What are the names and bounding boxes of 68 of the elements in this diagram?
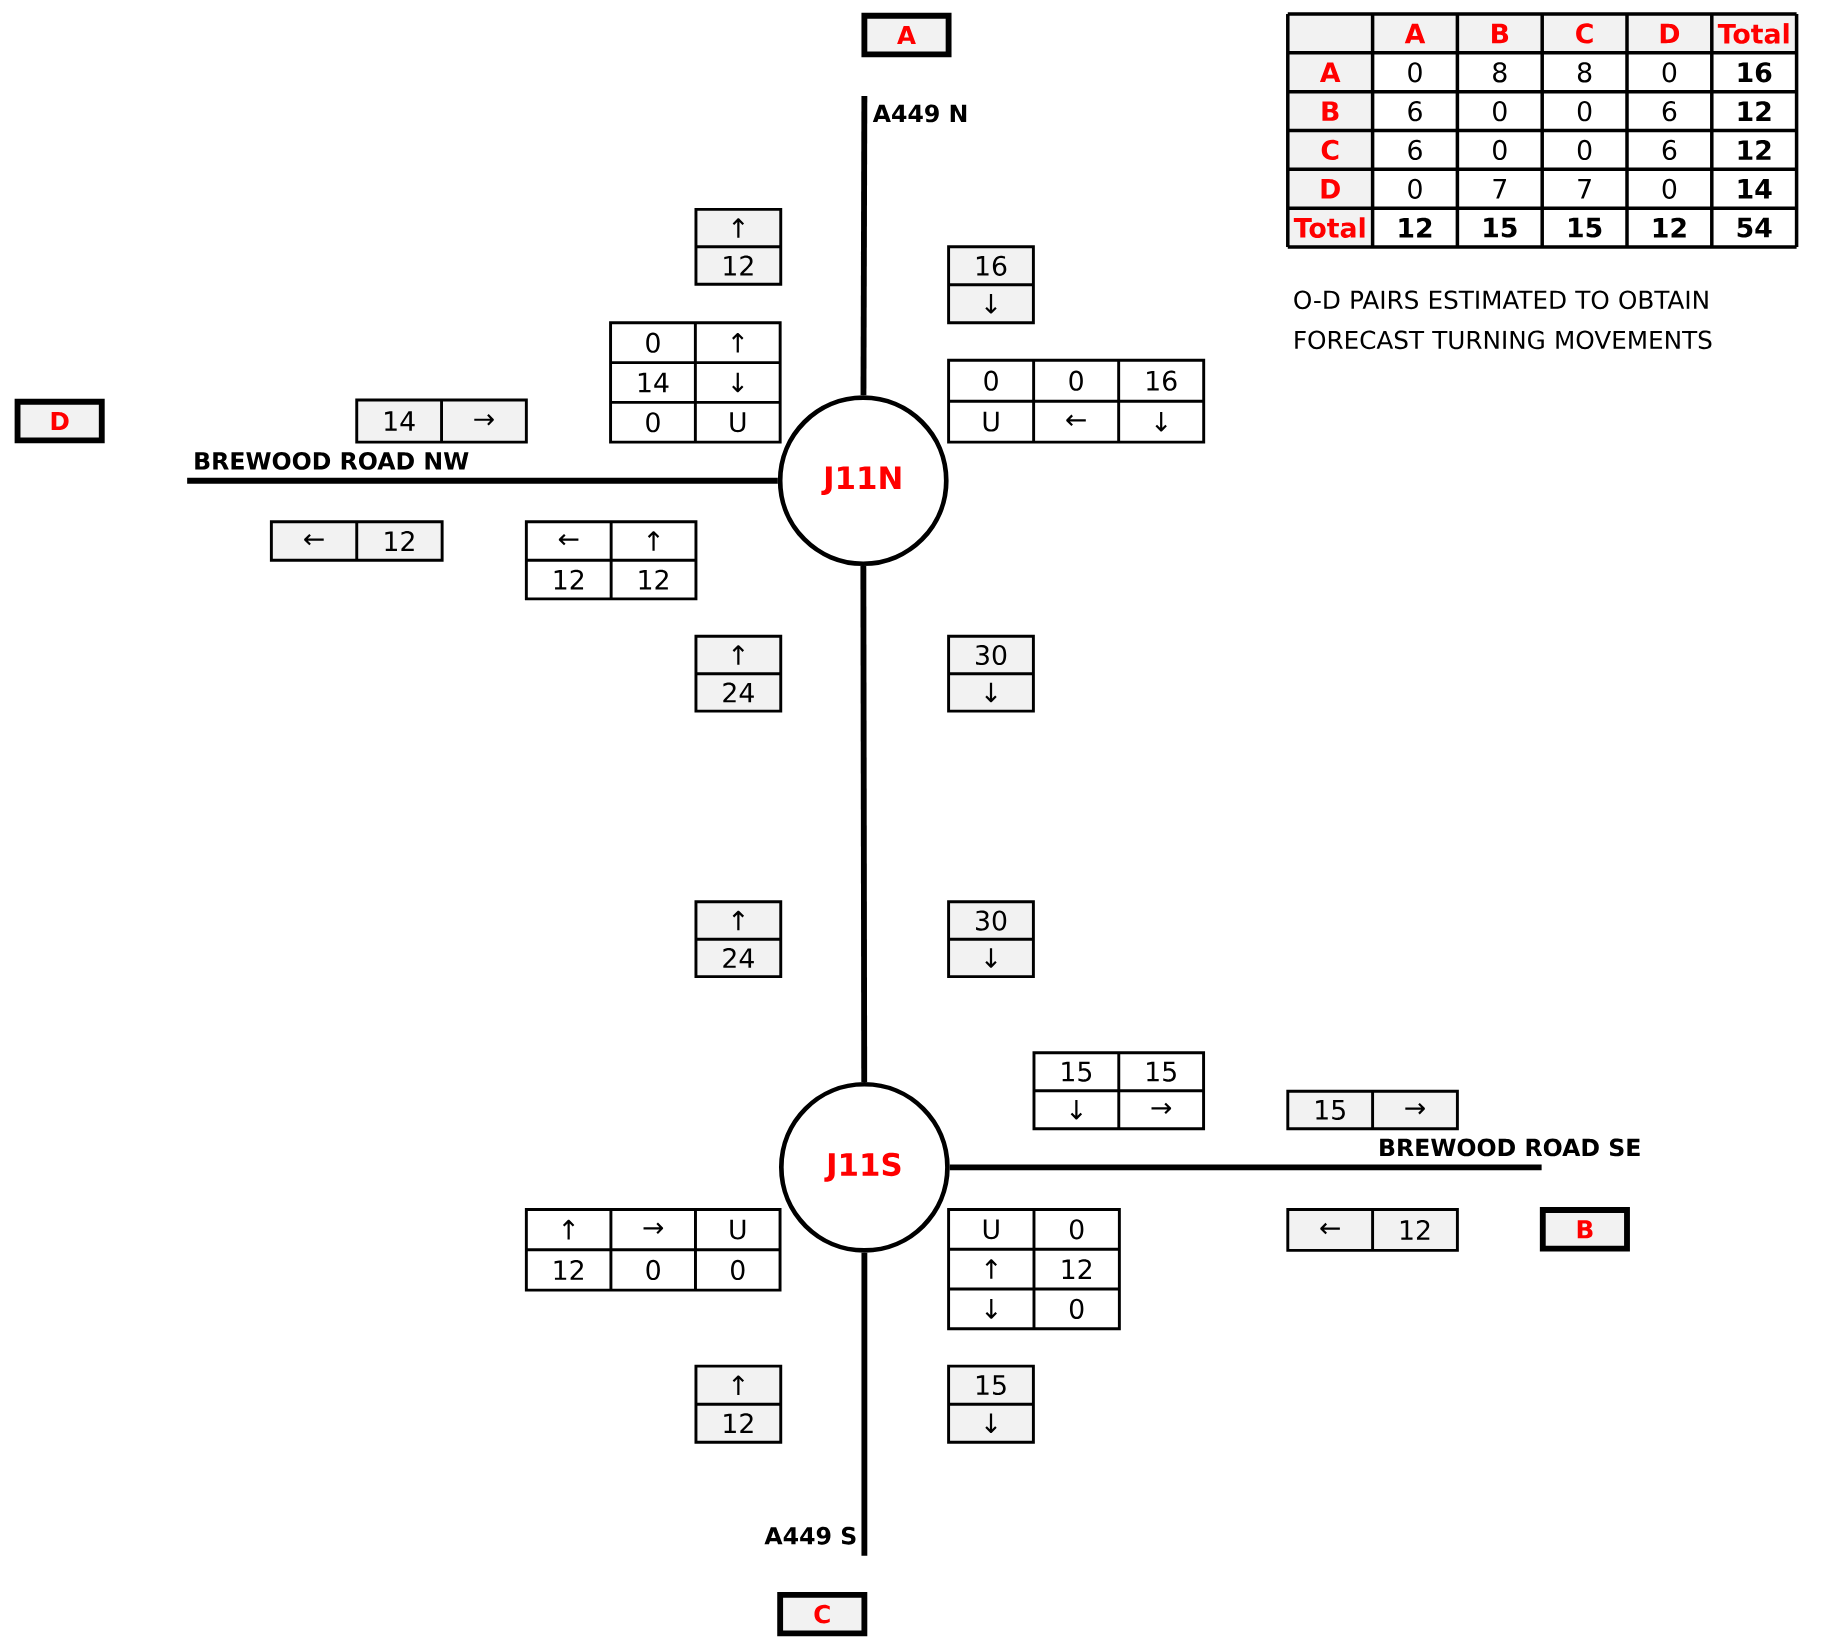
zone-box: D bbox=[14, 399, 105, 444]
label: 15 bbox=[1569, 217, 1602, 238]
label: 12 bbox=[1738, 140, 1771, 161]
label: B bbox=[1322, 101, 1339, 122]
label: 12 bbox=[1399, 217, 1432, 238]
label: 12 bbox=[1653, 217, 1686, 238]
road-line bbox=[860, 96, 868, 396]
label: C bbox=[1576, 23, 1593, 44]
flow-table: U 0 ↑ 12 ↓ 0 bbox=[947, 1208, 1121, 1331]
flow-table: ← ↑ 12 12 bbox=[524, 520, 698, 601]
note-text: O-D PAIRS ESTIMATED TO OBTAIN FORECAST TURNING MOVEMENTS bbox=[1294, 290, 1712, 350]
label: C bbox=[1321, 140, 1339, 161]
label: 8 bbox=[1577, 62, 1592, 83]
label: 6 bbox=[1408, 101, 1422, 122]
label: 0 bbox=[1408, 178, 1422, 200]
label: 0 bbox=[1577, 101, 1592, 122]
road-name: BREWOOD ROAD SE bbox=[1375, 1136, 1644, 1159]
label: D bbox=[1660, 23, 1680, 44]
label: 15 bbox=[1484, 217, 1517, 238]
label: 14 bbox=[1738, 179, 1772, 199]
road-line bbox=[187, 478, 778, 484]
label: 0 bbox=[1493, 140, 1507, 161]
label: A bbox=[1319, 62, 1341, 83]
flow-table: ↑ 24 bbox=[694, 635, 783, 713]
zone-box: C bbox=[777, 1592, 868, 1637]
road-line bbox=[949, 1164, 1542, 1171]
label: 6 bbox=[1662, 140, 1677, 161]
label: 0 bbox=[1662, 62, 1677, 83]
flow-table: 15 15 ↓ → bbox=[1032, 1051, 1206, 1131]
label: 6 bbox=[1662, 101, 1677, 122]
label: 0 bbox=[1493, 101, 1507, 122]
road-name: A449 S bbox=[762, 1525, 860, 1547]
flow-table: ↑ → U 12 0 0 bbox=[524, 1208, 782, 1292]
road-name: BREWOOD ROAD NW bbox=[191, 450, 472, 473]
flow-table: 30 ↓ bbox=[947, 900, 1035, 979]
flow-table: ← 12 bbox=[269, 520, 444, 562]
label: 6 bbox=[1408, 140, 1422, 161]
road-line bbox=[861, 1252, 868, 1556]
zone-box: B bbox=[1539, 1207, 1630, 1252]
label: A bbox=[1404, 23, 1426, 44]
flow-table: 0 0 16 U ← ↓ bbox=[947, 359, 1206, 444]
label: Total bbox=[1717, 23, 1789, 45]
label: B bbox=[1492, 23, 1509, 44]
flow-table: ↑ 12 bbox=[694, 1364, 783, 1444]
label: 7 bbox=[1578, 179, 1591, 199]
label: 54 bbox=[1737, 217, 1772, 238]
flow-table: 0 ↑ 14 ↓ 0 U bbox=[609, 321, 782, 444]
flow-table: 14 → bbox=[355, 398, 528, 444]
road-line bbox=[860, 566, 868, 1083]
flow-table: ↑ 12 bbox=[694, 208, 783, 286]
label: D bbox=[1321, 179, 1340, 199]
label: 16 bbox=[1738, 62, 1772, 83]
label: Total bbox=[1293, 217, 1365, 239]
label: 0 bbox=[1408, 62, 1422, 83]
flow-table: 16 ↓ bbox=[947, 245, 1035, 325]
label: 7 bbox=[1493, 179, 1507, 199]
label: 0 bbox=[1662, 178, 1677, 200]
label: 12 bbox=[1738, 101, 1771, 122]
flow-table: 30 ↓ bbox=[947, 635, 1035, 713]
od-matrix-table: A B C D Total A 0 8 8 0 16 B 6 0 0 6 12 C 6 0 0 6 12 D 0 7 7 0 14 Total 12 15 15 12 54 bbox=[1286, 12, 1799, 250]
flow-table: ↑ 24 bbox=[694, 900, 783, 979]
zone-box: A bbox=[861, 13, 952, 58]
label: 8 bbox=[1493, 62, 1507, 83]
flow-table: 15 → bbox=[1286, 1090, 1459, 1131]
road-name: A449 N bbox=[870, 102, 971, 125]
flow-table: 15 ↓ bbox=[947, 1364, 1035, 1444]
label: 0 bbox=[1577, 140, 1592, 161]
flow-table: ← 12 bbox=[1286, 1208, 1459, 1253]
